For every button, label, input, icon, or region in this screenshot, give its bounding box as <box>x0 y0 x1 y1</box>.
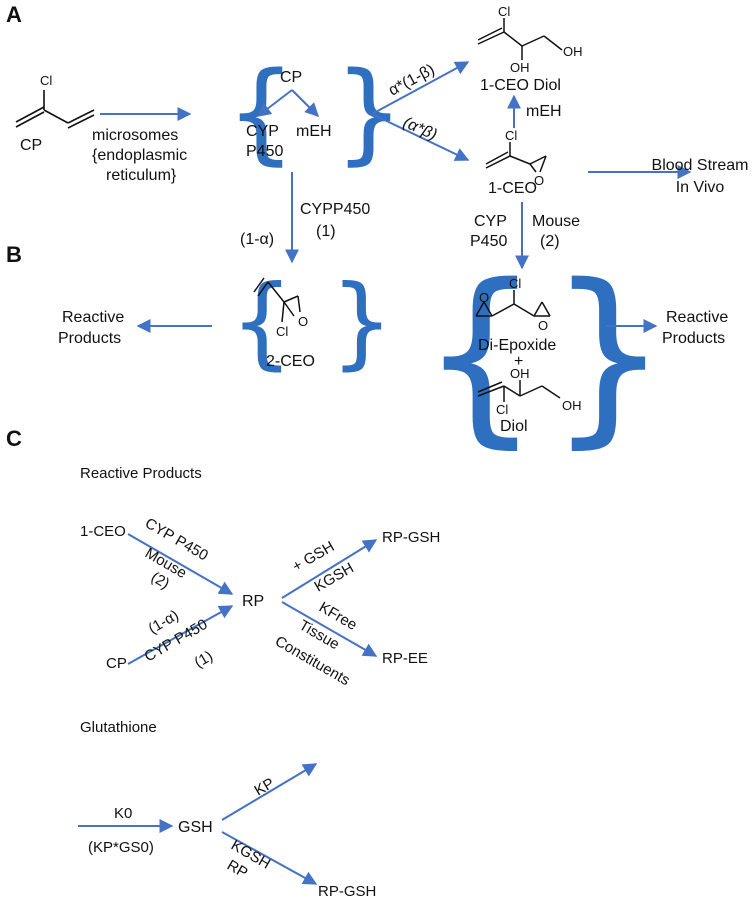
reactive-right-1: Reactive <box>666 309 728 326</box>
k0-label: K0 <box>114 805 132 822</box>
mouse-right-1: Mouse <box>532 213 580 230</box>
1-ceo-molecule <box>485 142 547 173</box>
cp-arrow-label-3: (1) <box>192 648 216 672</box>
microsomes-label-3: reticulum} <box>106 167 177 184</box>
1-ceo-diol-oh-1: OH <box>510 60 530 75</box>
reactive-left-2: Products <box>58 330 121 347</box>
arrow-gsh-kp <box>221 763 318 821</box>
di-epoxide-o1: O <box>479 290 489 305</box>
arrow-to-1ceo-diol <box>371 61 470 115</box>
arrow-cp-to-rp <box>127 605 234 665</box>
arrow-cp-to-meh <box>291 89 319 117</box>
enzyme-box-cyp-2: P450 <box>246 143 283 160</box>
cyp-arrow-label-1: CYPP450 <box>300 201 370 218</box>
panel-b-letter: B <box>6 242 22 267</box>
di-epoxide-label: Di-Epoxide <box>478 337 556 354</box>
1-ceo-diol-cl: Cl <box>498 4 510 19</box>
meh-label: mEH <box>526 103 562 120</box>
1-ceo-label: 1-CEO <box>488 180 537 197</box>
mouse-right-2: (2) <box>540 233 560 250</box>
diol-molecule <box>477 380 561 402</box>
2-ceo-molecule <box>253 277 301 323</box>
cp-cl-atom: Cl <box>40 73 52 88</box>
blood-stream-block <box>640 0 754 1</box>
cp-label: CP <box>20 137 42 154</box>
cyp-arrow-label-2: (1) <box>316 223 336 240</box>
cyp-right-2: P450 <box>470 233 507 250</box>
panel-c-letter: C <box>6 426 22 451</box>
branch-ceo-label: (α*β) <box>400 114 439 144</box>
cyp-right-1: CYP <box>474 213 507 230</box>
diepoxide-right-brace: } <box>548 244 669 465</box>
reactive-right-2: Products <box>662 330 725 347</box>
1-ceo-diol-molecule <box>477 18 563 60</box>
glutathione-title: Glutathione <box>80 719 157 736</box>
kp-gs0-label: (KP*GS0) <box>88 839 154 856</box>
rp-gsh-node-2: RP-GSH <box>318 883 376 900</box>
rp-ee-node: RP-EE <box>382 650 428 667</box>
arrow-to-1ceo <box>371 113 470 161</box>
enzyme-box-cp: CP <box>280 69 302 86</box>
2-ceo-o: O <box>298 314 308 329</box>
diol-oh-2: OH <box>562 398 582 413</box>
1-ceo-diol-oh-2: OH <box>563 44 583 59</box>
arrow-rp-to-rpgsh <box>281 539 378 599</box>
gsh-node: GSH <box>178 819 213 836</box>
reactive-left-1: Reactive <box>62 309 124 326</box>
enzyme-box-cyp-1: CYP <box>246 123 279 140</box>
kp-label: KP <box>252 775 278 800</box>
rp-gsh-node: RP-GSH <box>382 529 440 546</box>
2-ceo-label: 2-CEO <box>266 353 315 370</box>
enzyme-box-meh: mEH <box>296 123 332 140</box>
diol-label: Diol <box>500 418 528 435</box>
arrow-rp-to-rpee <box>281 601 378 657</box>
di-epoxide-molecule <box>475 290 551 317</box>
di-epoxide-plus: + <box>514 353 523 370</box>
arrow-1ceo-to-rp <box>127 533 234 595</box>
ceo-arrow-label-3: (2) <box>148 569 172 593</box>
left-arrow-label: (1-α) <box>240 231 274 248</box>
rp-src-1ceo: 1-CEO <box>80 523 126 540</box>
di-epoxide-cl: Cl <box>509 276 521 291</box>
rp-src-cp: CP <box>106 655 127 672</box>
arrow-cp-to-cyp <box>256 89 293 117</box>
microsomes-label-1: microsomes <box>92 127 178 144</box>
rp-node: RP <box>242 593 264 610</box>
1-ceo-o: O <box>534 173 544 188</box>
enzyme-box-right-brace: } <box>334 48 404 176</box>
microsomes-label-2: {endoplasmic <box>92 147 187 164</box>
1-ceo-cl: Cl <box>505 128 517 143</box>
arrow-gsh-to-rpgsh <box>221 831 318 885</box>
panel-a-letter: A <box>6 2 22 27</box>
2ceo-left-brace: { <box>230 263 294 380</box>
2-ceo-cl: Cl <box>276 324 288 339</box>
diol-cl: Cl <box>496 402 508 417</box>
1-ceo-diol-label: 1-CEO Diol <box>480 77 561 94</box>
diol-oh-1: OH <box>510 366 530 381</box>
diepoxide-left-brace: { <box>420 244 541 465</box>
cp-molecule <box>15 90 95 129</box>
reactive-products-title: Reactive Products <box>80 465 202 482</box>
2ceo-right-brace: } <box>330 263 394 380</box>
di-epoxide-o2: O <box>538 318 548 333</box>
